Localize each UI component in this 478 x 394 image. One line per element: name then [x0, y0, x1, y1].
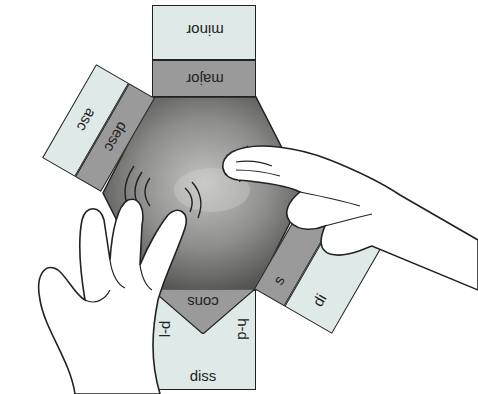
left-hand	[39, 199, 186, 394]
motion-lines	[125, 146, 248, 218]
triangle-shape	[151, 289, 255, 334]
right-hand	[223, 146, 478, 290]
tab-label: h-d	[236, 318, 251, 340]
tab-label: diss	[190, 368, 217, 383]
tab-section: minor	[152, 5, 256, 60]
triangle-section: cons	[151, 289, 255, 334]
tab-section: diss l-d h-d cons	[152, 290, 256, 390]
tab-label: asc	[74, 106, 99, 134]
tab-label: desc	[101, 120, 130, 155]
tab-label: major	[186, 72, 224, 87]
finger-lines	[85, 260, 152, 302]
tab-section: major	[152, 60, 256, 97]
finger-lines	[236, 161, 372, 226]
tab-label: cons	[187, 295, 219, 310]
tab-label: l-d	[157, 321, 172, 338]
tab-label: minor	[186, 23, 224, 38]
highlight	[174, 168, 250, 212]
tab-label: di	[309, 291, 328, 309]
tab-label: s	[270, 272, 287, 286]
